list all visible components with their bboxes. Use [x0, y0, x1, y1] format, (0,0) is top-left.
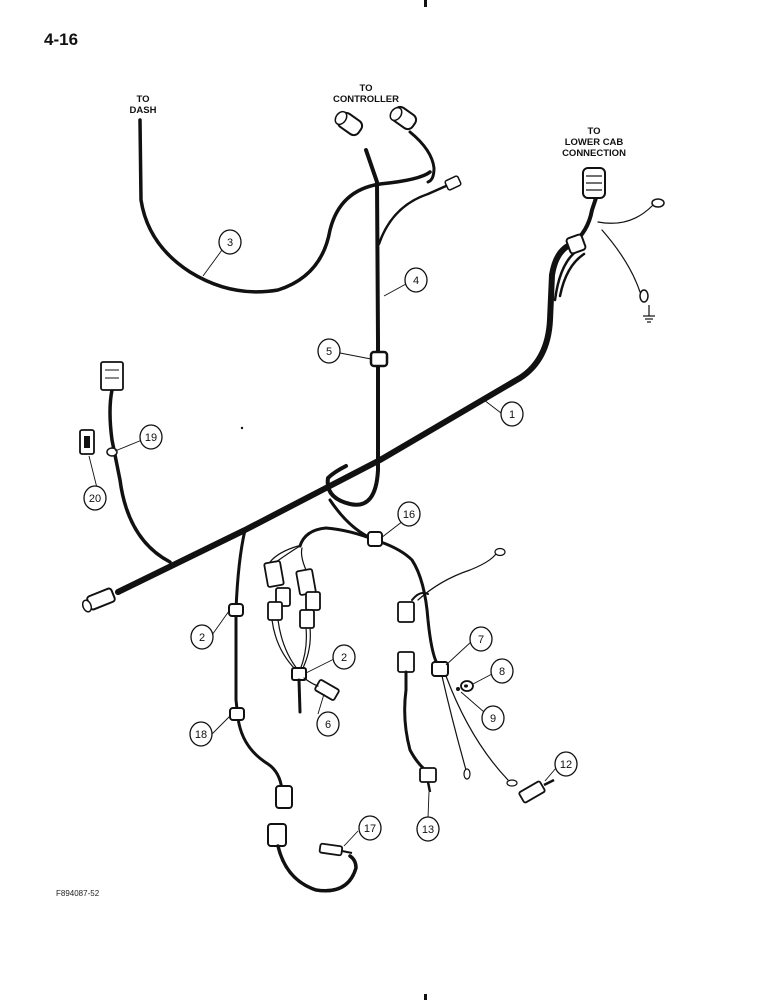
svg-text:6: 6: [325, 719, 331, 731]
callout-6: 6: [316, 711, 340, 737]
clamp-7: [431, 661, 449, 677]
connector-top-left: [100, 361, 124, 391]
svg-text:3: 3: [227, 237, 233, 249]
clamp-2-upper: [228, 603, 244, 617]
main-harness-branch-wire-2: [558, 252, 586, 298]
controller-branch-wire: [377, 184, 448, 246]
svg-text:17: 17: [364, 823, 376, 835]
callout-8: 8: [490, 658, 514, 684]
ground-terminal-upper: [651, 198, 665, 208]
svg-text:18: 18: [195, 729, 207, 741]
svg-text:2: 2: [199, 632, 205, 644]
svg-text:16: 16: [403, 509, 415, 521]
controller-branch-plug: [444, 175, 462, 191]
label-to-lower-cab-line2: LOWER CAB: [565, 137, 624, 148]
callout-12: 12: [554, 751, 578, 777]
svg-text:13: 13: [422, 824, 434, 836]
svg-text:4: 4: [413, 275, 419, 287]
lower-cab-clamp: [565, 233, 587, 255]
label-to-dash-line1: TO: [136, 94, 149, 105]
main-harness-wire: [115, 241, 575, 595]
svg-text:12: 12: [560, 759, 572, 771]
sensor-17-icon: [318, 842, 353, 857]
ground-wire-upper: [597, 205, 653, 224]
svg-text:7: 7: [478, 634, 484, 646]
main-harness-end-connector: [81, 587, 116, 613]
crop-mark-top: [424, 0, 427, 7]
callout-7: 7: [469, 626, 493, 652]
sensor-17-wire: [276, 844, 358, 893]
svg-text:8: 8: [499, 666, 505, 678]
washer-9: [456, 687, 460, 691]
controller-wire-main: [325, 148, 380, 507]
label-to-lower-cab-line1: TO: [587, 126, 600, 137]
label-to-dash: TO DASH: [130, 94, 157, 116]
label-to-lower-cab: TO LOWER CAB CONNECTION: [562, 126, 626, 159]
connector-bundle-lead: [298, 526, 377, 548]
svg-text:9: 9: [490, 713, 496, 725]
crop-mark-bottom: [424, 994, 427, 1000]
callout-3: 3: [218, 229, 242, 255]
callout-20: 20: [83, 485, 107, 511]
svg-text:1: 1: [509, 409, 515, 421]
callout-17: 17: [358, 815, 382, 841]
ground-wire-lower: [601, 229, 641, 293]
label-to-controller-line1: TO: [359, 83, 372, 94]
left-drop-wire: [234, 528, 284, 792]
connector-pair-right: [397, 591, 430, 774]
page-number: 4-16: [44, 30, 79, 49]
controller-wire-second: [408, 130, 436, 184]
sensor-17-connector: [267, 823, 287, 847]
callout-1: 1: [500, 401, 524, 427]
connector-bundle-upper: [263, 545, 321, 611]
thin-wire-terminal: [494, 547, 506, 557]
label-to-controller-line2: CONTROLLER: [333, 94, 399, 105]
clamp-18: [229, 707, 245, 721]
svg-text:2: 2: [341, 652, 347, 664]
label-to-controller: TO CONTROLLER: [333, 83, 399, 105]
controller-connector-left: [334, 110, 364, 137]
lead-to-6: [297, 678, 302, 714]
switch-20-icon: [79, 429, 95, 455]
clamp-16: [367, 531, 383, 547]
label-to-lower-cab-line3: CONNECTION: [562, 148, 626, 159]
svg-text:19: 19: [145, 432, 157, 444]
sensor-thin-wire-a: [441, 675, 467, 771]
callout-4: 4: [404, 267, 428, 293]
callout-16: 16: [397, 501, 421, 527]
clip-19: [106, 447, 118, 457]
callout-2-left: 2: [190, 624, 214, 650]
ground-terminal-lower: [639, 289, 649, 303]
callout-13: 13: [416, 816, 440, 842]
figure-code: F894087-52: [56, 889, 100, 898]
lower-cab-connector: [565, 167, 665, 323]
callout-2-center: 2: [332, 644, 356, 670]
sensor-13-icon: [419, 767, 437, 793]
leader-lines: [88, 249, 557, 847]
controller-connector-right: [389, 105, 418, 131]
left-up-wire: [108, 388, 172, 564]
callout-5: 5: [317, 338, 341, 364]
sensor-12-icon: [518, 778, 555, 804]
connector-6: [314, 679, 340, 701]
sensor-branch-wire: [328, 498, 442, 670]
callout-9: 9: [481, 705, 505, 731]
svg-text:20: 20: [89, 493, 101, 505]
left-drop-connector: [275, 785, 293, 809]
thin-wire-top: [417, 549, 499, 601]
connector-bundle-lower: [267, 601, 340, 714]
sensor-13-wire: [403, 670, 430, 774]
sensor-thin-wire-b: [445, 675, 509, 781]
dash-wire: [138, 118, 432, 294]
callout-18: 18: [189, 721, 213, 747]
callout-19: 19: [139, 424, 163, 450]
grommet: [369, 350, 389, 368]
svg-text:5: 5: [326, 346, 332, 358]
label-to-dash-line2: DASH: [130, 105, 157, 116]
